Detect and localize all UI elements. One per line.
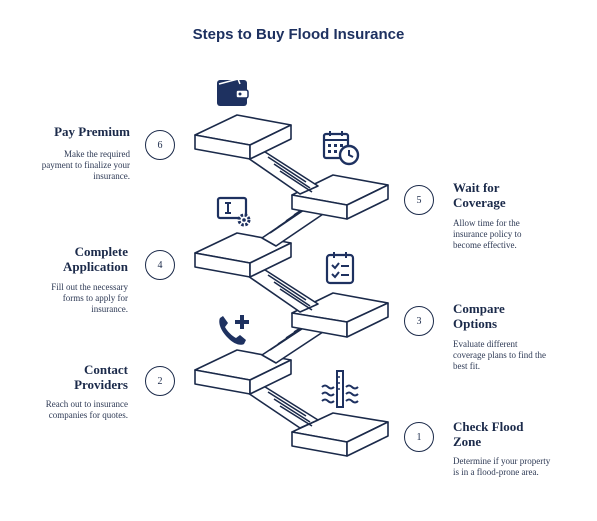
step-description: Determine if your property is in a flood… <box>453 456 551 477</box>
phone-plus-icon <box>219 315 249 345</box>
step-number-badge: 3 <box>404 306 434 336</box>
flood-level-icon <box>321 370 359 408</box>
step-title: Wait for Coverage <box>453 180 506 210</box>
page-title: Steps to Buy Flood Insurance <box>192 26 405 43</box>
step-title: Check Flood Zone <box>453 419 524 449</box>
step-description: Fill out the necessary forms to apply fo… <box>51 282 128 314</box>
step-description: Evaluate different coverage plans to fin… <box>453 339 546 371</box>
step-number-badge: 2 <box>145 366 175 396</box>
flight-3-4 <box>247 267 319 313</box>
landing-3 <box>291 292 389 338</box>
step-number-badge: 4 <box>145 250 175 280</box>
landing-1 <box>291 412 389 457</box>
wallet-icon <box>217 78 249 106</box>
step-number-badge: 5 <box>404 185 434 215</box>
flight-1-2 <box>247 384 319 429</box>
step-number-badge: 1 <box>404 422 434 452</box>
step-description: Allow time for the insurance policy to b… <box>453 218 522 250</box>
step-title: Complete Application <box>62 244 128 274</box>
calendar-clock-icon <box>322 131 360 166</box>
step-title: Contact Providers <box>74 362 128 392</box>
step-number-badge: 6 <box>145 130 175 160</box>
form-settings-icon <box>216 196 251 227</box>
step-description: Reach out to insurance companies for quo… <box>45 399 128 420</box>
checklist-icon <box>325 252 355 285</box>
flight-5-6 <box>247 149 319 195</box>
step-description: Make the required payment to finalize yo… <box>41 149 130 181</box>
landing-6 <box>194 114 292 160</box>
step-title: Compare Options <box>453 301 505 331</box>
landing-5 <box>291 174 389 220</box>
step-title: Pay Premium <box>54 124 130 139</box>
